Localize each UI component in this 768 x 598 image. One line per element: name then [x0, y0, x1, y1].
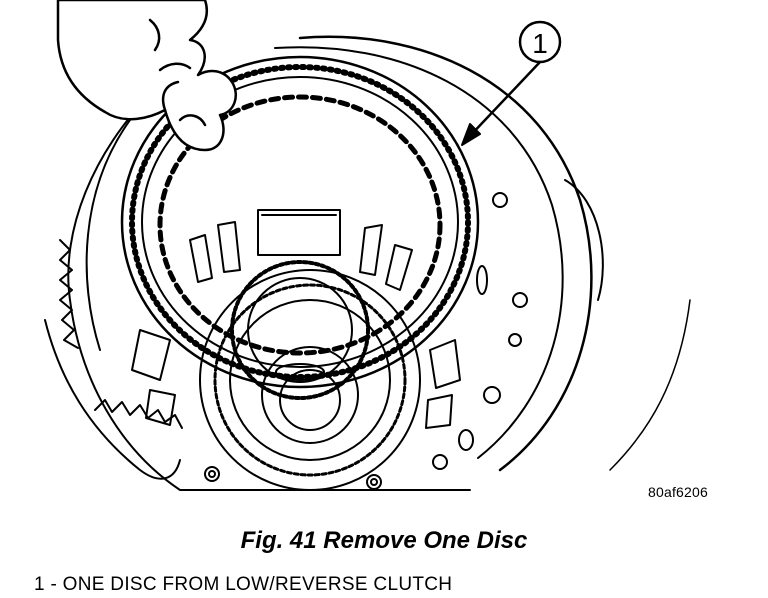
reference-code: 80af6206: [648, 484, 708, 500]
clutch-disc: [120, 55, 480, 389]
hand-illustration: [56, 0, 237, 152]
figure-caption: Fig. 41 Remove One Disc: [240, 527, 528, 554]
arrowhead-icon: [461, 123, 481, 146]
callout: 1: [461, 20, 562, 146]
inner-hub: [131, 209, 461, 491]
callout-number: 1: [532, 28, 548, 59]
leader-arrow: [466, 60, 542, 140]
transmission-illustration: 1: [44, 0, 691, 491]
legend-item: 1 - ONE DISC FROM LOW/REVERSE CLUTCH: [34, 574, 453, 595]
transmission-case: [44, 35, 691, 491]
